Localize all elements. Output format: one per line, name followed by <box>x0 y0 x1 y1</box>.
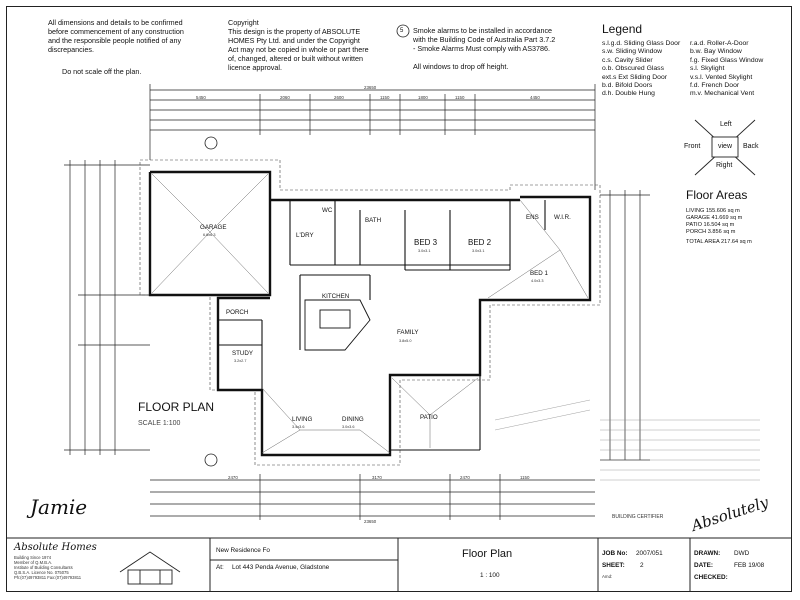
date-value: FEB 19/08 <box>734 562 765 569</box>
dim-bottom-3: 1150 <box>520 475 530 480</box>
dim-top-1: 2060 <box>280 95 290 100</box>
room-family-size: 3.8x5.0 <box>399 339 412 343</box>
room-laundry: L'DRY <box>296 232 314 239</box>
room-garage-size: 6.6x6.3 <box>203 233 216 237</box>
dim-bottom-total: 23650 <box>364 519 377 524</box>
job-number-label: JOB No: <box>602 550 628 557</box>
room-living: LIVING <box>292 416 313 423</box>
drawing-scale: 1 : 100 <box>480 572 500 579</box>
signature: Jamie <box>30 495 88 519</box>
plan-title: FLOOR PLAN <box>138 400 215 414</box>
project-label: New Residence Fo <box>216 547 270 554</box>
sheet-label: SHEET: <box>602 562 625 569</box>
room-bed2-size: 3.0x3.1 <box>472 249 485 253</box>
dim-top-4: 1800 <box>418 95 428 100</box>
windows-note: All windows to drop off height. <box>413 62 509 71</box>
room-bed2: BED 2 <box>468 238 492 247</box>
dim-top-total: 23650 <box>364 85 377 90</box>
view-left-label: Left <box>720 121 732 128</box>
view-right-label: Right <box>716 162 733 169</box>
room-wir: W.I.R. <box>554 214 571 221</box>
dim-top-2: 2600 <box>334 95 344 100</box>
room-wc: WC <box>322 207 333 214</box>
dim-top-5: 1150 <box>455 95 465 100</box>
dim-bottom-0: 2470 <box>228 475 238 480</box>
address-label: At: <box>216 564 224 571</box>
room-bath: BATH <box>365 217 382 224</box>
drawn-label: DRAWN: <box>694 550 721 557</box>
company-logo-text: Absolute Homes <box>14 542 97 553</box>
room-ensuite: ENS <box>526 214 539 221</box>
room-garage: GARAGE <box>200 224 227 231</box>
dim-top-6: 4450 <box>530 95 540 100</box>
dim-top-3: 1150 <box>380 95 390 100</box>
room-bed1-size: 4.0x3.3 <box>531 279 544 283</box>
room-kitchen: KITCHEN <box>322 293 350 300</box>
general-note: All dimensions and details to be confirm… <box>48 18 184 54</box>
room-patio: PATIO <box>420 414 438 421</box>
plan-scale: SCALE 1:100 <box>138 420 181 427</box>
amendment-label: Amd: <box>602 574 613 579</box>
legend-title: Legend <box>602 22 643 36</box>
dim-top-0: 5450 <box>196 95 206 100</box>
copyright-note: Copyright This design is the property of… <box>228 18 369 72</box>
view-back-label: Back <box>743 143 759 150</box>
no-scale-note: Do not scale off the plan. <box>62 67 142 76</box>
room-dining: DINING <box>342 416 364 423</box>
room-bed1: BED 1 <box>530 270 548 277</box>
room-study-size: 3.2x2.7 <box>234 359 247 363</box>
checked-label: CHECKED: <box>694 574 728 581</box>
address-value: Lot 443 Penda Avenue, Gladstone <box>232 564 330 571</box>
drawing-sheet <box>6 6 792 592</box>
room-porch: PORCH <box>226 309 249 316</box>
sheet-value: 2 <box>640 562 644 569</box>
date-label: DATE: <box>694 562 714 569</box>
room-living-size: 3.4x3.6 <box>292 425 305 429</box>
view-center-label: view <box>718 143 733 150</box>
dim-bottom-2: 2470 <box>460 475 470 480</box>
drawn-value: DWD <box>734 550 750 557</box>
room-study: STUDY <box>232 350 253 357</box>
smoke-alarm-number: 5 <box>400 28 404 34</box>
dim-bottom-1: 3170 <box>372 475 382 480</box>
floor-areas-title: Floor Areas <box>686 188 748 202</box>
drawing-title: Floor Plan <box>462 548 513 560</box>
room-bed3-size: 3.0x3.1 <box>418 249 431 253</box>
room-dining-size: 3.0x3.6 <box>342 425 355 429</box>
room-family: FAMILY <box>397 329 419 336</box>
view-front-label: Front <box>684 143 701 150</box>
building-certifier-label: BUILDING CERTIFIER <box>612 514 664 520</box>
smoke-alarm-note: Smoke alarms to be installed in accordan… <box>413 26 556 53</box>
job-number-value: 2007/051 <box>636 550 663 557</box>
room-bed3: BED 3 <box>414 238 438 247</box>
